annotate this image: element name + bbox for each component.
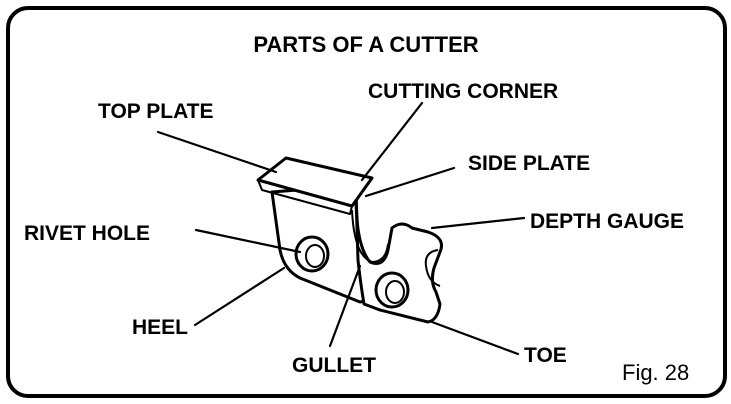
rivet-hole-back (294, 235, 330, 273)
rivet-hole-front (374, 271, 410, 309)
gullet-leader (328, 264, 362, 348)
side-plate-leader (364, 166, 456, 198)
heel-leader (193, 266, 286, 327)
rivet-hole-leader (194, 228, 302, 254)
diagram-frame (6, 6, 727, 398)
toe-leader (430, 320, 520, 356)
top-plate-shape (256, 156, 374, 208)
label-top-plate: TOP PLATE (98, 100, 214, 123)
top-plate-edge (257, 179, 353, 215)
depth-gauge-leader (430, 216, 526, 230)
cutting-corner-leader (360, 101, 424, 182)
label-side-plate: SIDE PLATE (468, 152, 590, 175)
label-gullet: GULLET (292, 354, 376, 377)
cutter-illustration (256, 156, 443, 324)
top-plate-leader (156, 130, 278, 174)
label-rivet-hole: RIVET HOLE (24, 222, 150, 245)
figure-number: Fig. 28 (622, 360, 689, 385)
gullet-curve (351, 209, 389, 263)
label-cutting-corner: CUTTING CORNER (368, 80, 558, 103)
diagram-title: PARTS OF A CUTTER (253, 32, 478, 57)
depth-gauge-notch (424, 249, 441, 287)
label-toe: TOE (524, 344, 567, 367)
label-depth-gauge: DEPTH GAUGE (530, 210, 684, 233)
label-heel: HEEL (132, 316, 188, 339)
